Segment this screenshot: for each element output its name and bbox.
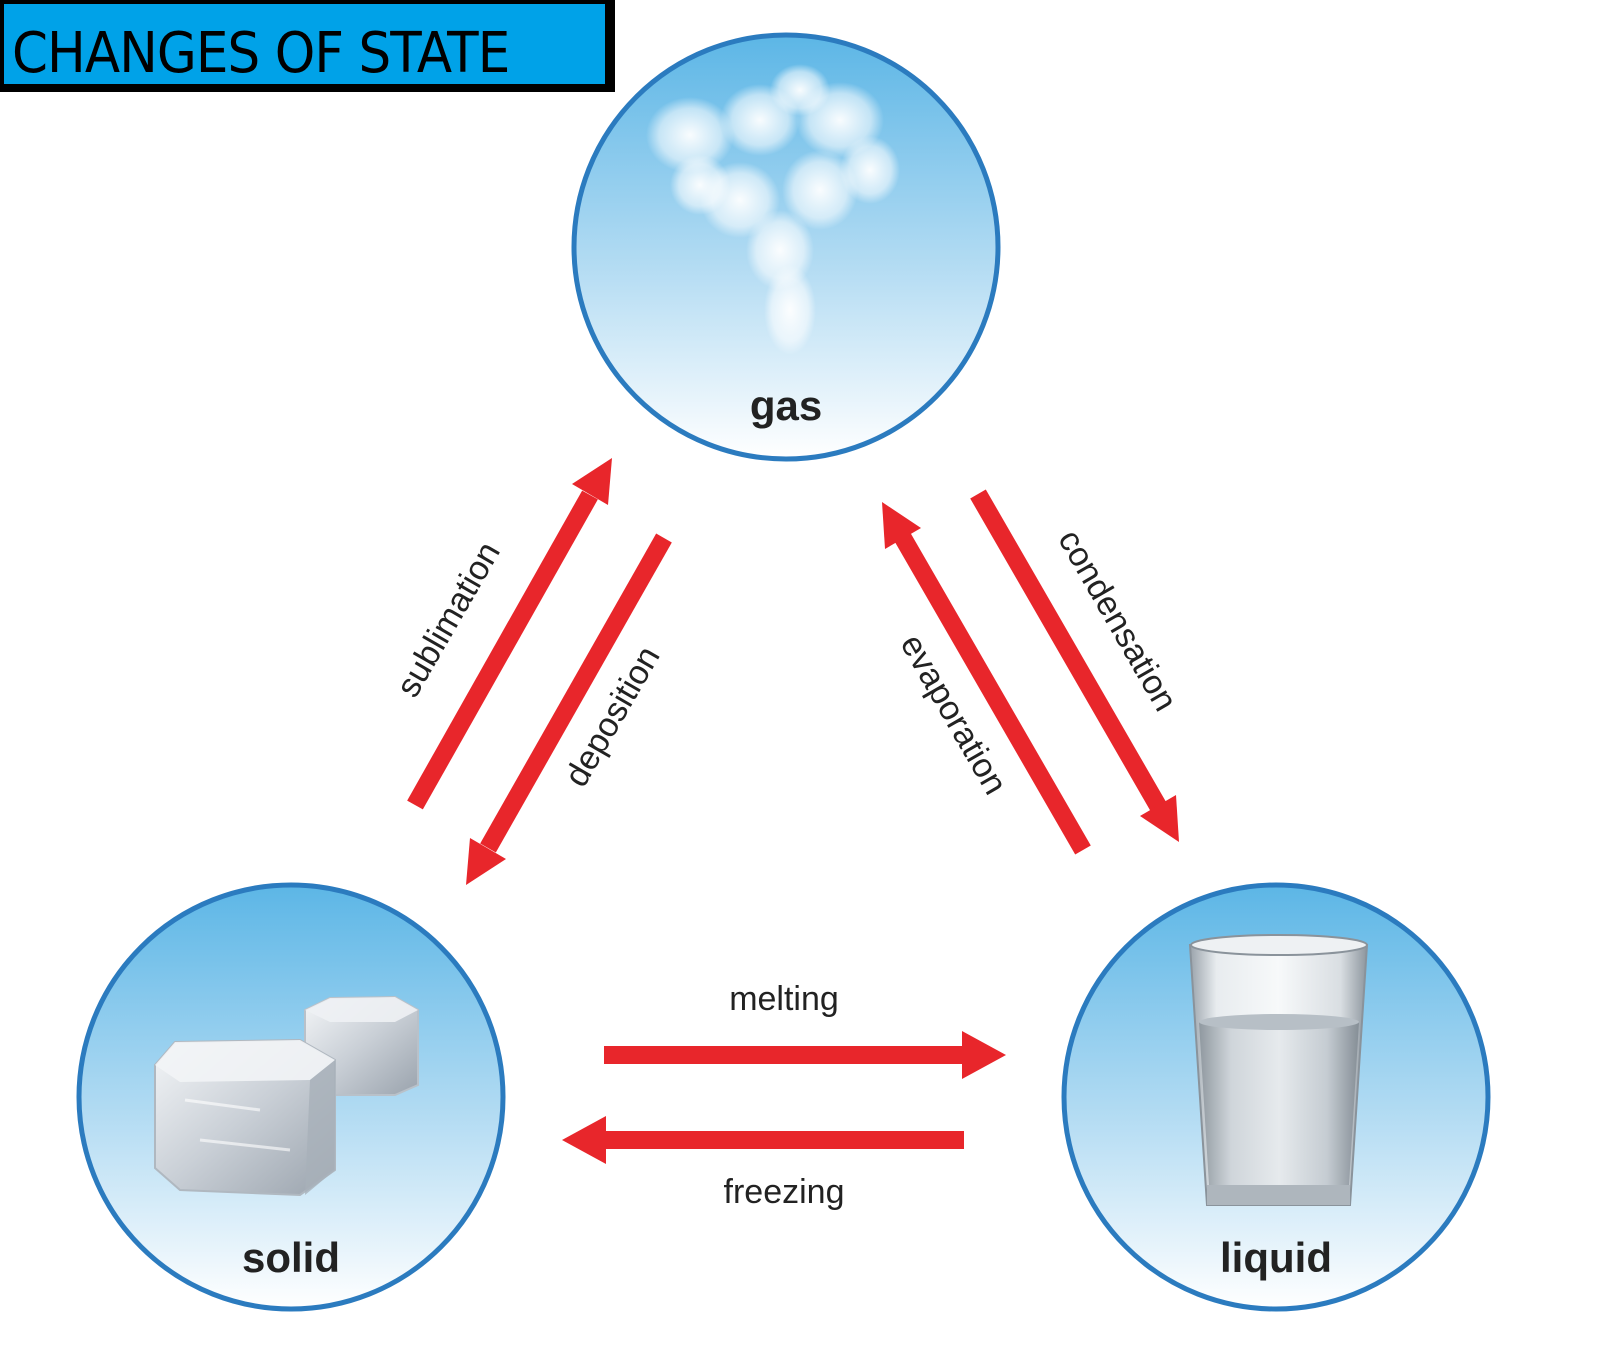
freezing-label: freezing: [724, 1173, 845, 1211]
deposition-arrow: [466, 533, 672, 885]
deposition-label: deposition: [557, 640, 667, 793]
freezing-arrow: [562, 1116, 964, 1164]
melting-label: melting: [729, 980, 839, 1018]
solid-label: solid: [242, 1234, 340, 1281]
diagram-title: CHANGES OF STATE: [12, 21, 510, 86]
liquid-label: liquid: [1220, 1234, 1332, 1281]
arrows: [407, 458, 1179, 1164]
steam-cloud-icon: [646, 64, 900, 355]
gas-label: gas: [750, 382, 822, 429]
liquid-node: liquid: [1061, 882, 1491, 1312]
condensation-label: condensation: [1051, 523, 1185, 717]
evaporation-arrow: [882, 502, 1091, 855]
gas-node: gas: [571, 32, 1001, 462]
title-banner: CHANGES OF STATE: [0, 0, 615, 92]
melting-arrow: [604, 1031, 1006, 1079]
ice-cubes-icon: [154, 995, 419, 1197]
condensation-arrow: [970, 489, 1179, 842]
water-glass-icon: [1188, 934, 1369, 1206]
solid-node: solid: [76, 882, 506, 1312]
sublimation-arrow: [407, 458, 612, 810]
